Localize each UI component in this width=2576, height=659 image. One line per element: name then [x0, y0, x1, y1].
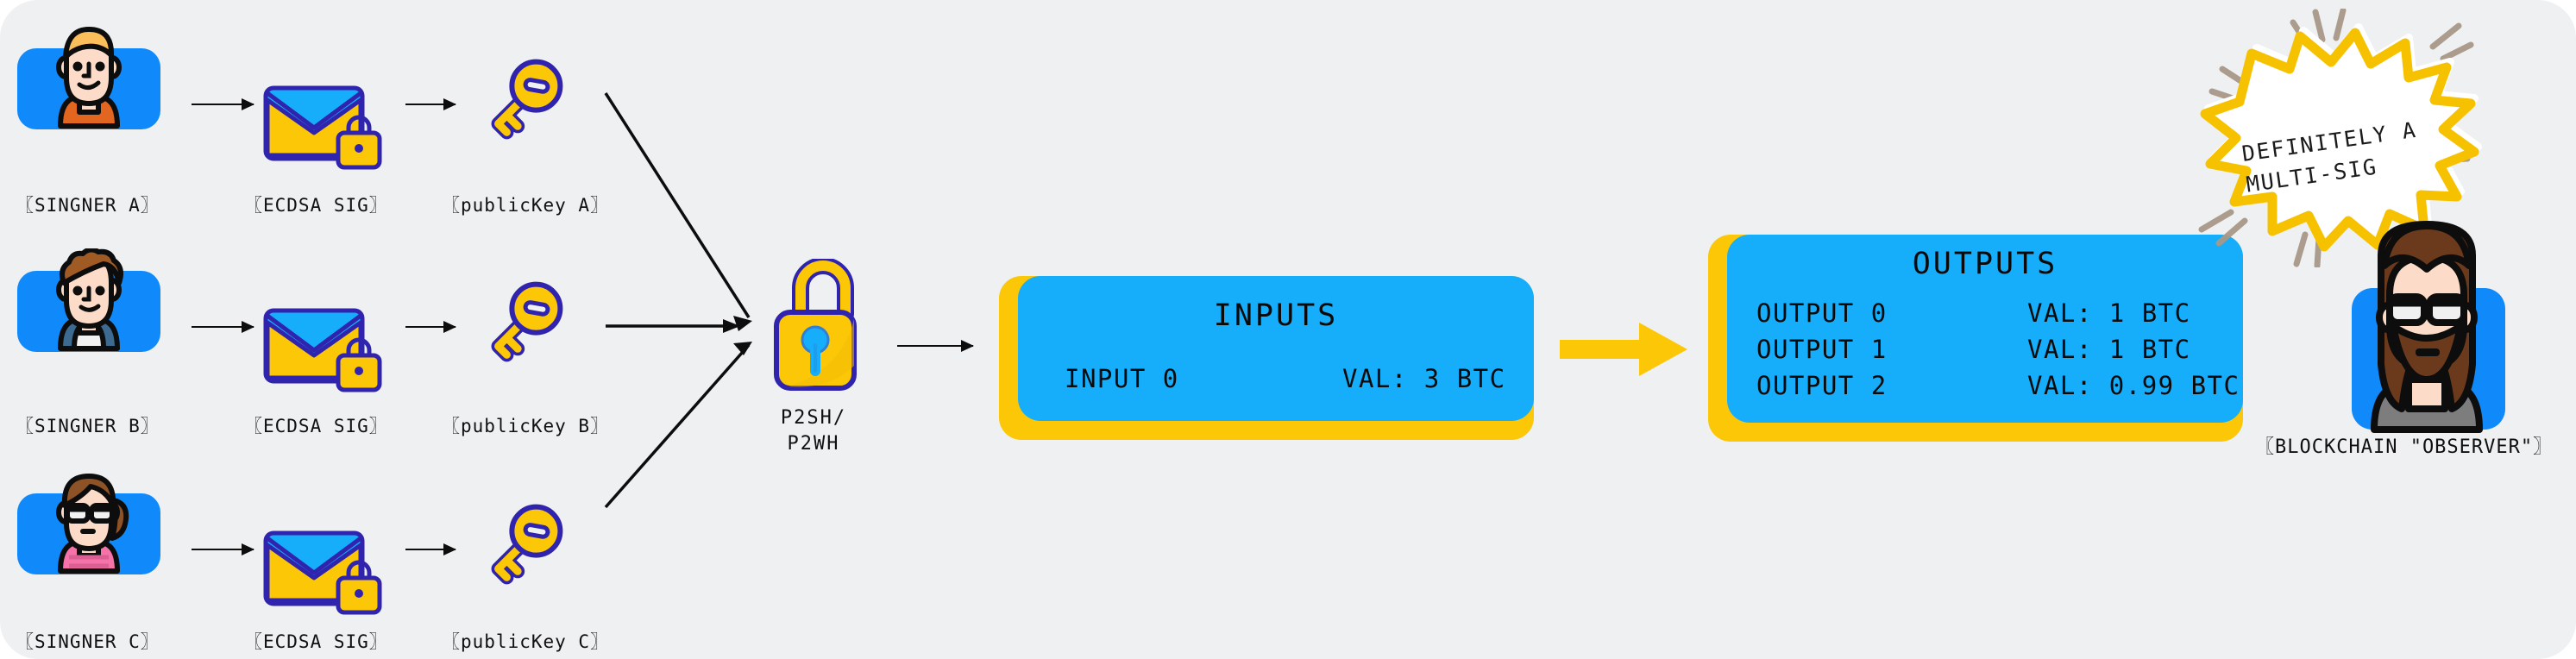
- inputs-row-value: VAL: 3 BTC: [1342, 364, 1506, 393]
- arrow-sig-b-to-key: [405, 321, 456, 333]
- inputs-to-outputs-arrow-icon: [1560, 323, 1687, 376]
- p2sh-line-2: P2WH: [787, 433, 840, 455]
- outputs-row-0-value: VAL: 1 BTC: [2027, 298, 2191, 328]
- outputs-row-2-name: OUTPUT 2: [1756, 371, 1888, 400]
- ecdsa-sig-label-b: 〖ECDSA SIG〗: [244, 416, 388, 436]
- open-padlock-icon: [759, 257, 871, 400]
- outputs-title: OUTPUTS: [1912, 247, 2058, 281]
- inputs-title: INPUTS: [1213, 298, 1339, 333]
- avatar-blockchain-observer: [2319, 217, 2535, 443]
- avatar-signer-a: [7, 26, 171, 129]
- avatar-signer-c: [7, 471, 171, 574]
- arrow-padlock-to-inputs: [897, 340, 974, 352]
- ecdsa-sig-label-c: 〖ECDSA SIG〗: [244, 631, 388, 652]
- starburst-callout: [2198, 9, 2482, 267]
- publickey-label-c: 〖publicKey C〗: [442, 631, 610, 652]
- arrow-signer-b-to-sig: [192, 321, 254, 333]
- publickey-label-b: 〖publicKey B〗: [442, 416, 610, 436]
- ecdsa-sig-icon-a: [259, 79, 388, 179]
- arrow-signer-a-to-sig: [192, 98, 254, 110]
- signer-a-label: 〖SINGNER A〗: [16, 195, 160, 216]
- inputs-card-face: [1018, 276, 1534, 421]
- arrow-sig-a-to-key: [405, 98, 456, 110]
- ecdsa-sig-icon-c: [259, 524, 388, 624]
- publickey-icon-a: [473, 50, 568, 157]
- p2sh-line-1: P2SH/: [780, 407, 847, 429]
- avatar-signer-b: [7, 248, 171, 352]
- converging-arrows: [604, 92, 752, 509]
- signer-c-label: 〖SINGNER C〗: [16, 631, 160, 652]
- arrow-signer-c-to-sig: [192, 543, 254, 555]
- publickey-icon-b: [473, 273, 568, 380]
- outputs-row-0-name: OUTPUT 0: [1756, 298, 1888, 328]
- outputs-card[interactable]: OUTPUTS OUTPUT 0 VAL: 1 BTC OUTPUT 1 VAL…: [1708, 235, 2243, 442]
- inputs-row-name: INPUT 0: [1065, 364, 1179, 393]
- outputs-row-1-name: OUTPUT 1: [1756, 335, 1888, 364]
- outputs-card-face: [1727, 235, 2243, 423]
- outputs-row-1-value: VAL: 1 BTC: [2027, 335, 2191, 364]
- ecdsa-sig-label-a: 〖ECDSA SIG〗: [244, 195, 388, 216]
- observer-label: 〖BLOCKCHAIN "OBSERVER"〗: [2255, 436, 2554, 458]
- signer-b-label: 〖SINGNER B〗: [16, 416, 160, 436]
- ecdsa-sig-icon-b: [259, 302, 388, 402]
- publickey-icon-c: [473, 495, 568, 602]
- arrow-sig-c-to-key: [405, 543, 456, 555]
- outputs-row-2-value: VAL: 0.99 BTC: [2027, 371, 2240, 400]
- publickey-label-a: 〖publicKey A〗: [442, 195, 610, 216]
- p2sh-label: P2SH/ P2WH: [749, 405, 878, 457]
- inputs-card[interactable]: INPUTS INPUT 0 VAL: 3 BTC: [999, 276, 1534, 440]
